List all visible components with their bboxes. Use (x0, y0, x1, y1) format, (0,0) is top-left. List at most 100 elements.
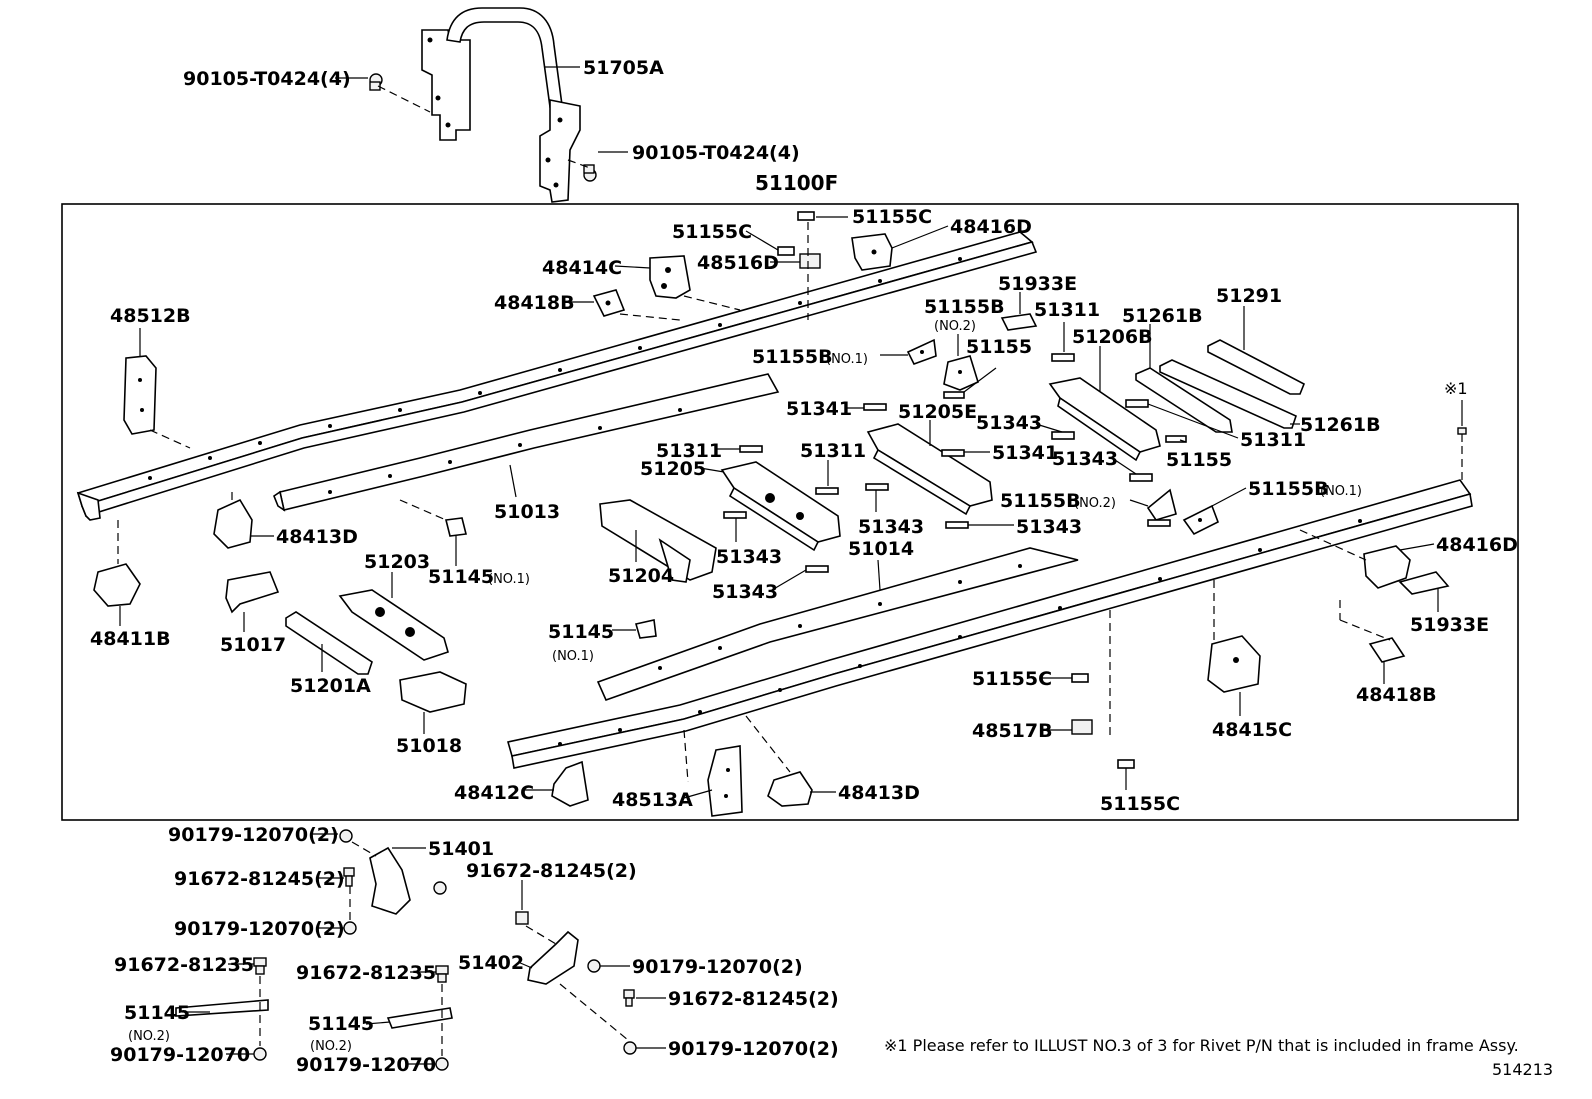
label-51014: 51014 (848, 538, 914, 560)
part-51206B-crossmember (1048, 377, 1161, 462)
label-51261B-b: 51261B (1300, 414, 1381, 436)
label-51013: 51013 (494, 501, 560, 523)
label-bolt-91672-81235-b: 91672-81235 (296, 962, 436, 984)
label-51155C-c: 51155C (972, 668, 1052, 690)
part-51311-plate (1051, 353, 1075, 362)
label-nut-90179-12070-f: 90179-12070(2) (668, 1038, 839, 1060)
nut-icon (435, 1057, 449, 1071)
part-48415C-bracket (1207, 635, 1261, 693)
part-48418B-bracket (592, 289, 626, 317)
part-51205E-crossmember (866, 423, 993, 516)
part-51017-bracket (225, 571, 280, 614)
part-51155B-no2-bracket (943, 355, 979, 391)
part-51311-plate (1125, 399, 1149, 408)
part-48517B-block (1071, 719, 1093, 735)
part-48512B-bracket (123, 355, 157, 435)
rivet-icon (1457, 427, 1467, 442)
part-51933E-plate-top (1000, 313, 1038, 331)
part-48413D-bracket-left (213, 498, 253, 549)
label-48413D-bottom: 48413D (838, 782, 920, 804)
label-51401: 51401 (428, 838, 494, 860)
part-51155B-plate (1147, 519, 1171, 527)
part-51402-bracket (527, 930, 579, 985)
label-51155B-no1-b: 51155B (1248, 478, 1329, 500)
label-51155C-b: 51155C (672, 221, 752, 243)
label-51205E: 51205E (898, 401, 977, 423)
bolt-icon (433, 881, 447, 895)
assembly-line (683, 295, 741, 311)
part-51155C-plate (1117, 759, 1135, 769)
part-48516D-block (799, 253, 821, 269)
bolt-icon (253, 957, 267, 975)
leader (1111, 457, 1137, 475)
leader (683, 789, 713, 799)
footnote: ※1 Please refer to ILLUST NO.3 of 3 for … (884, 1036, 1519, 1055)
label-51201A: 51201A (290, 675, 371, 697)
nut-icon (587, 959, 601, 973)
label-rivet-mark: ※1 (1444, 379, 1468, 398)
label-no1-c: (NO.1) (488, 572, 530, 587)
assembly-line (377, 85, 431, 113)
part-51311-plate (815, 487, 839, 495)
label-51341-b: 51341 (992, 442, 1058, 464)
part-51203-crossmember (338, 589, 449, 661)
part-51013-inner-rail (273, 373, 780, 512)
label-48418B-top: 48418B (494, 292, 575, 314)
label-51705A: 51705A (583, 57, 664, 79)
part-51155C-plate (777, 246, 795, 256)
label-51155B-no2-a: 51155B (924, 296, 1005, 318)
part-51155B-no2-bracket (1146, 488, 1177, 521)
label-51203: 51203 (364, 551, 430, 573)
label-bolt-91672-81245-c: 91672-81245(2) (668, 988, 839, 1010)
part-51343-plate (805, 565, 829, 573)
label-51018: 51018 (396, 735, 462, 757)
bolt-icon (369, 73, 383, 91)
leader (1129, 499, 1149, 507)
label-51261B-a: 51261B (1122, 305, 1203, 327)
part-51155B-no1-bracket (906, 338, 937, 365)
part-51014-inner-rail (596, 547, 1079, 702)
part-51341-plate (863, 403, 887, 411)
label-bolt-90105-T0424-left: 90105-T0424(4) (183, 68, 351, 90)
label-51311-a: 51311 (1034, 299, 1100, 321)
label-nut-90179-12070-d: 90179-12070 (110, 1044, 250, 1066)
label-bolt-90105-T0424-right: 90105-T0424(4) (632, 142, 800, 164)
label-48411B: 48411B (90, 628, 171, 650)
part-51155C-plate (797, 211, 815, 221)
label-no2-a: (NO.2) (934, 319, 976, 334)
label-51343-f: 51343 (712, 581, 778, 603)
leader (891, 225, 949, 249)
assembly-line (149, 429, 191, 449)
label-51311-d: 51311 (800, 440, 866, 462)
label-nut-90179-12070-e: 90179-12070 (296, 1054, 436, 1076)
part-51401-bracket (369, 846, 411, 915)
label-51145-d: 51145 (308, 1013, 374, 1035)
part-51145-no2-plate-b (386, 1007, 453, 1029)
label-48416D-bottom: 48416D (1436, 534, 1518, 556)
nut-icon (339, 829, 353, 843)
label-no1-b: (NO.1) (1320, 484, 1362, 499)
part-51343-plate (1051, 431, 1075, 440)
label-51402: 51402 (458, 952, 524, 974)
label-51311-c: 51311 (1240, 429, 1306, 451)
label-51155-a: 51155 (966, 336, 1032, 358)
leader (1211, 487, 1247, 507)
bolt-icon (623, 989, 635, 1007)
leader (1179, 439, 1187, 443)
label-nut-90179-12070-b: 90179-12070(2) (174, 918, 345, 940)
nut-icon (253, 1047, 267, 1061)
label-bolt-91672-81235-a: 91672-81235 (114, 954, 254, 976)
label-48418B-bottom: 48418B (1356, 684, 1437, 706)
label-48416D-top: 48416D (950, 216, 1032, 238)
part-48413D-bracket-bottom (767, 771, 813, 807)
label-51145-c: 51145 (124, 1002, 190, 1024)
part-51343-plate (945, 521, 969, 529)
leader (1399, 543, 1435, 551)
leader (365, 1021, 391, 1025)
assembly-line (745, 715, 791, 773)
part-51155-plate (1165, 435, 1187, 443)
leader (699, 467, 725, 473)
label-51206B: 51206B (1072, 326, 1153, 348)
label-nut-90179-12070-a: 90179-12070(2) (168, 824, 339, 846)
